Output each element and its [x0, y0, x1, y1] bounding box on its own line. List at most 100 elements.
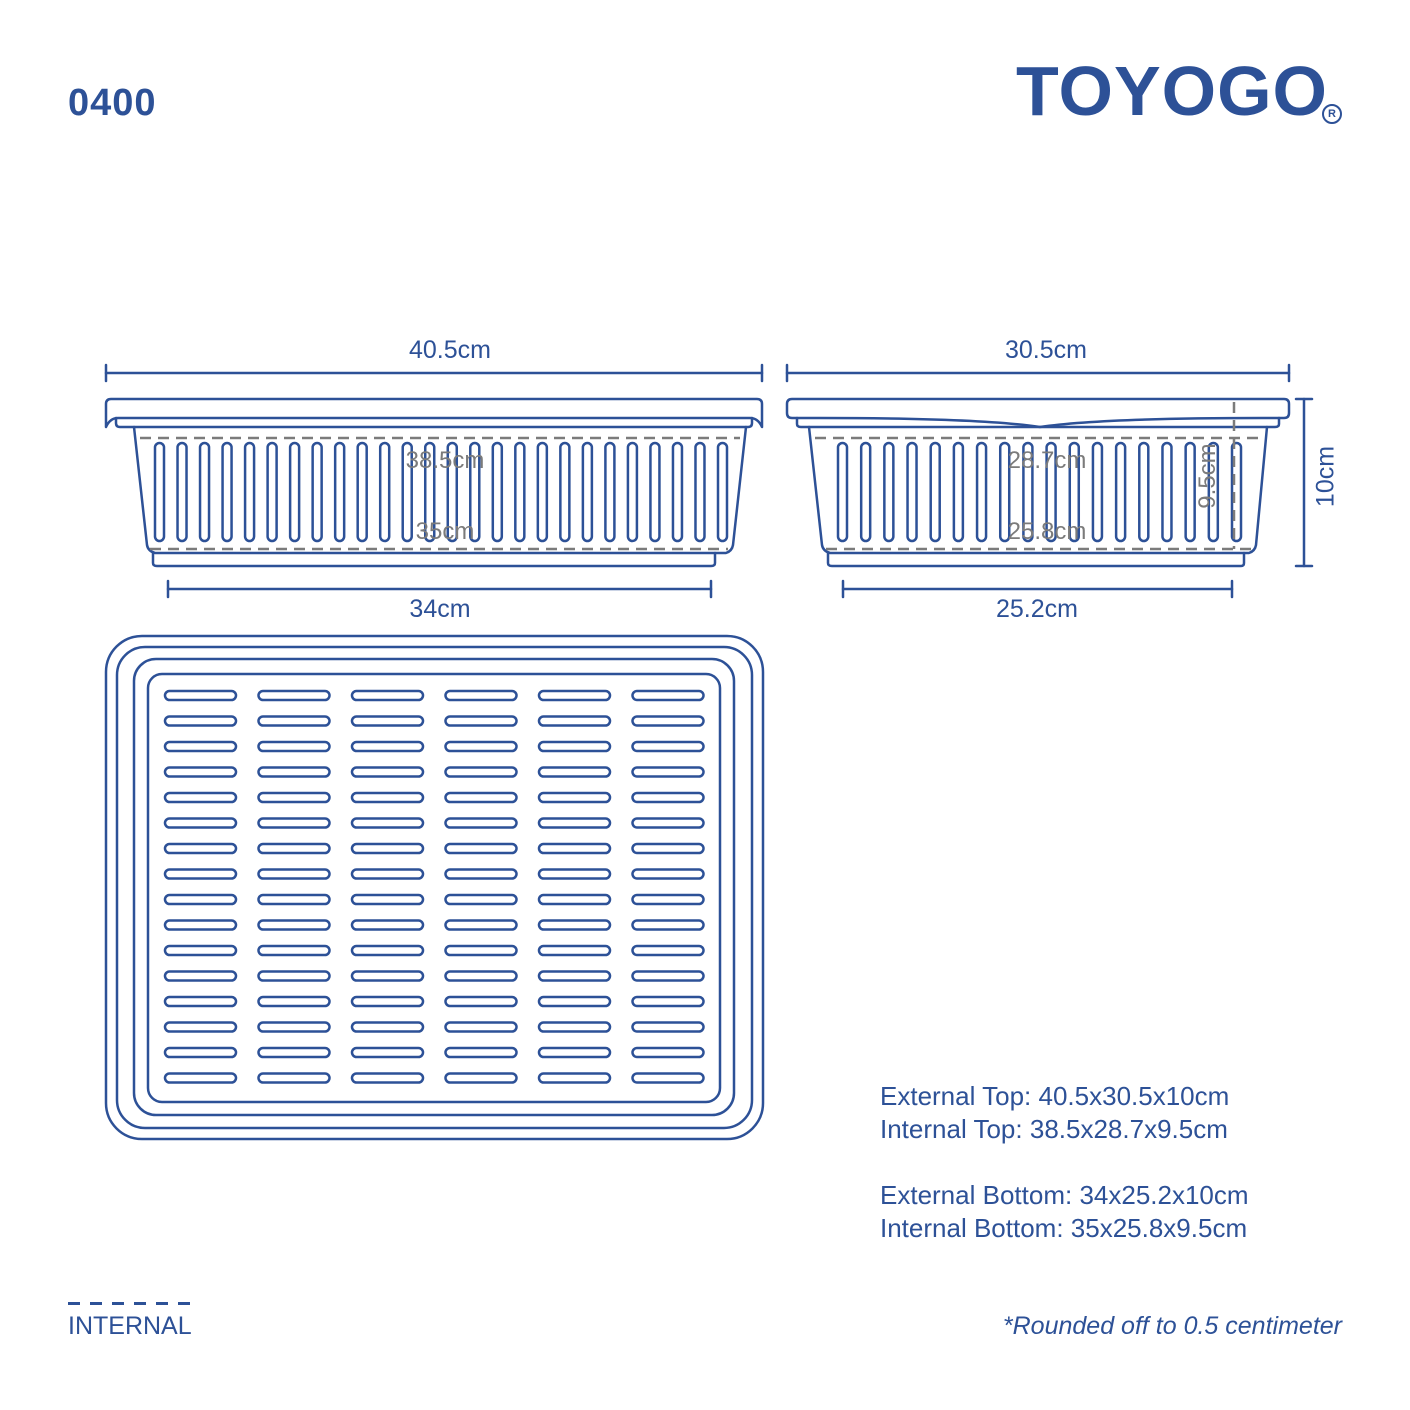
slot [998, 441, 1011, 543]
slot [536, 441, 549, 543]
spec-internal-top: Internal Top: 38.5x28.7x9.5cm [880, 1114, 1228, 1144]
slot [163, 1021, 238, 1033]
slot [444, 1072, 518, 1084]
side-slots [836, 441, 1243, 543]
slot [257, 766, 331, 778]
front-bottom-width-label: 34cm [409, 595, 471, 623]
slot [163, 1046, 238, 1059]
side-internal-bottom-label: 25.8cm [1007, 518, 1087, 545]
slot [350, 689, 425, 702]
slot [444, 842, 518, 855]
slot [1022, 441, 1034, 543]
slot [631, 766, 705, 778]
slot [163, 791, 238, 804]
slot [559, 441, 571, 543]
slot [537, 689, 612, 702]
slot [198, 441, 211, 543]
slot [257, 868, 331, 880]
slot [537, 944, 612, 957]
slot [444, 791, 518, 804]
slot [333, 441, 346, 543]
slot [350, 1021, 425, 1033]
slot [163, 1072, 238, 1084]
slot [631, 893, 705, 906]
slot [350, 791, 425, 804]
slot [350, 1072, 425, 1084]
slot [1184, 441, 1196, 543]
slot [163, 715, 238, 727]
slot [257, 919, 331, 931]
slot [243, 441, 256, 543]
slot [444, 715, 518, 727]
slot [311, 441, 323, 543]
slot [350, 893, 425, 906]
slot [350, 766, 425, 778]
slot [1138, 441, 1150, 543]
slot [257, 893, 331, 906]
slot [257, 1021, 331, 1033]
slot [444, 817, 518, 829]
slot [176, 441, 188, 543]
slot [350, 817, 425, 829]
slot [350, 842, 425, 855]
slot [444, 919, 518, 931]
spec-external-bottom: External Bottom: 34x25.2x10cm [880, 1180, 1249, 1210]
model-code: 0400 [68, 82, 157, 124]
slot [444, 944, 518, 957]
slot [446, 441, 459, 543]
slot [626, 441, 639, 543]
front-internal-bottom-label: 35cm [415, 518, 475, 545]
slot [153, 441, 166, 543]
slot [350, 715, 425, 727]
slot [1161, 441, 1173, 543]
slot [952, 441, 965, 543]
slot [514, 441, 526, 543]
top-slots [163, 689, 705, 1084]
slot [257, 689, 331, 702]
slot [257, 791, 331, 804]
slot [444, 740, 518, 753]
side-view [785, 363, 1314, 599]
slot [444, 970, 518, 982]
slot [1230, 441, 1243, 543]
slot [631, 868, 705, 880]
side-bottom-width-label: 25.2cm [996, 595, 1078, 623]
front-slots [153, 441, 729, 543]
slot [163, 944, 238, 957]
slot [537, 817, 612, 829]
slot [423, 441, 436, 543]
slot [163, 893, 238, 906]
slot [649, 441, 661, 543]
slot [257, 715, 331, 727]
slot [350, 868, 425, 880]
slot [491, 441, 504, 543]
slot [906, 441, 918, 543]
slot [631, 715, 705, 727]
slot [537, 740, 612, 753]
spec-external-top: External Top: 40.5x30.5x10cm [880, 1081, 1230, 1111]
slot [631, 1072, 705, 1084]
slot [266, 441, 278, 543]
slot [444, 995, 518, 1008]
slot [378, 441, 391, 543]
slot [671, 441, 684, 543]
slot [350, 970, 425, 982]
slot [537, 995, 612, 1008]
slot [444, 868, 518, 880]
front-top-width-label: 40.5cm [409, 336, 491, 364]
slot [257, 1046, 331, 1059]
slot [537, 868, 612, 880]
slot [537, 893, 612, 906]
slot [444, 1046, 518, 1059]
slot [929, 441, 941, 543]
slot [537, 1021, 612, 1033]
registered-mark-icon: R [1322, 104, 1342, 124]
slot [1068, 441, 1081, 543]
slot [694, 441, 706, 543]
slot [631, 970, 705, 982]
dimension-specs: External Top: 40.5x30.5x10cm Internal To… [880, 1080, 1249, 1245]
slot [163, 689, 238, 702]
slot [631, 944, 705, 957]
slot [163, 970, 238, 982]
